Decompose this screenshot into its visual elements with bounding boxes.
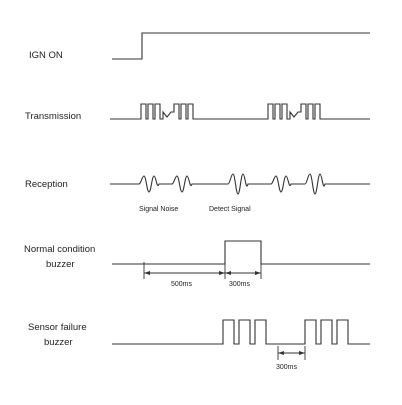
- transmission-waveform: [110, 103, 370, 120]
- ign-on-waveform: [112, 32, 370, 60]
- reception-row: Reception Signal Noise Detect Signal: [25, 173, 370, 213]
- detect-signal-annotation: Detect Signal: [209, 206, 251, 213]
- ign-on-label: IGN ON: [29, 50, 63, 61]
- normal-buzzer-label-line2: buzzer: [46, 259, 75, 270]
- ign-on-row: IGN ON: [29, 32, 370, 61]
- normal-buzzer-waveform: [112, 240, 370, 265]
- transmission-label: Transmission: [25, 111, 81, 122]
- failure-buzzer-label-line1: Sensor failure: [28, 322, 87, 333]
- delay-dimension: 500ms: [143, 262, 225, 288]
- reception-waveform: [110, 173, 370, 195]
- pulse-dimension: 300ms: [224, 264, 262, 288]
- failure-buzzer-row: Sensor failure buzzer 300ms: [28, 319, 370, 371]
- normal-buzzer-label-line1: Normal condition: [24, 244, 95, 255]
- delay-500ms-annotation: 500ms: [171, 281, 193, 288]
- failure-buzzer-waveform: [112, 319, 370, 345]
- pulse-300ms-annotation: 300ms: [229, 281, 251, 288]
- signal-noise-annotation: Signal Noise: [139, 206, 178, 213]
- normal-buzzer-row: Normal condition buzzer 500ms 300ms: [24, 240, 370, 288]
- period-dimension: 300ms: [276, 346, 306, 371]
- failure-buzzer-label-line2: buzzer: [44, 337, 73, 348]
- reception-label: Reception: [25, 179, 68, 190]
- period-300ms-annotation: 300ms: [276, 364, 298, 371]
- transmission-row: Transmission: [25, 103, 370, 122]
